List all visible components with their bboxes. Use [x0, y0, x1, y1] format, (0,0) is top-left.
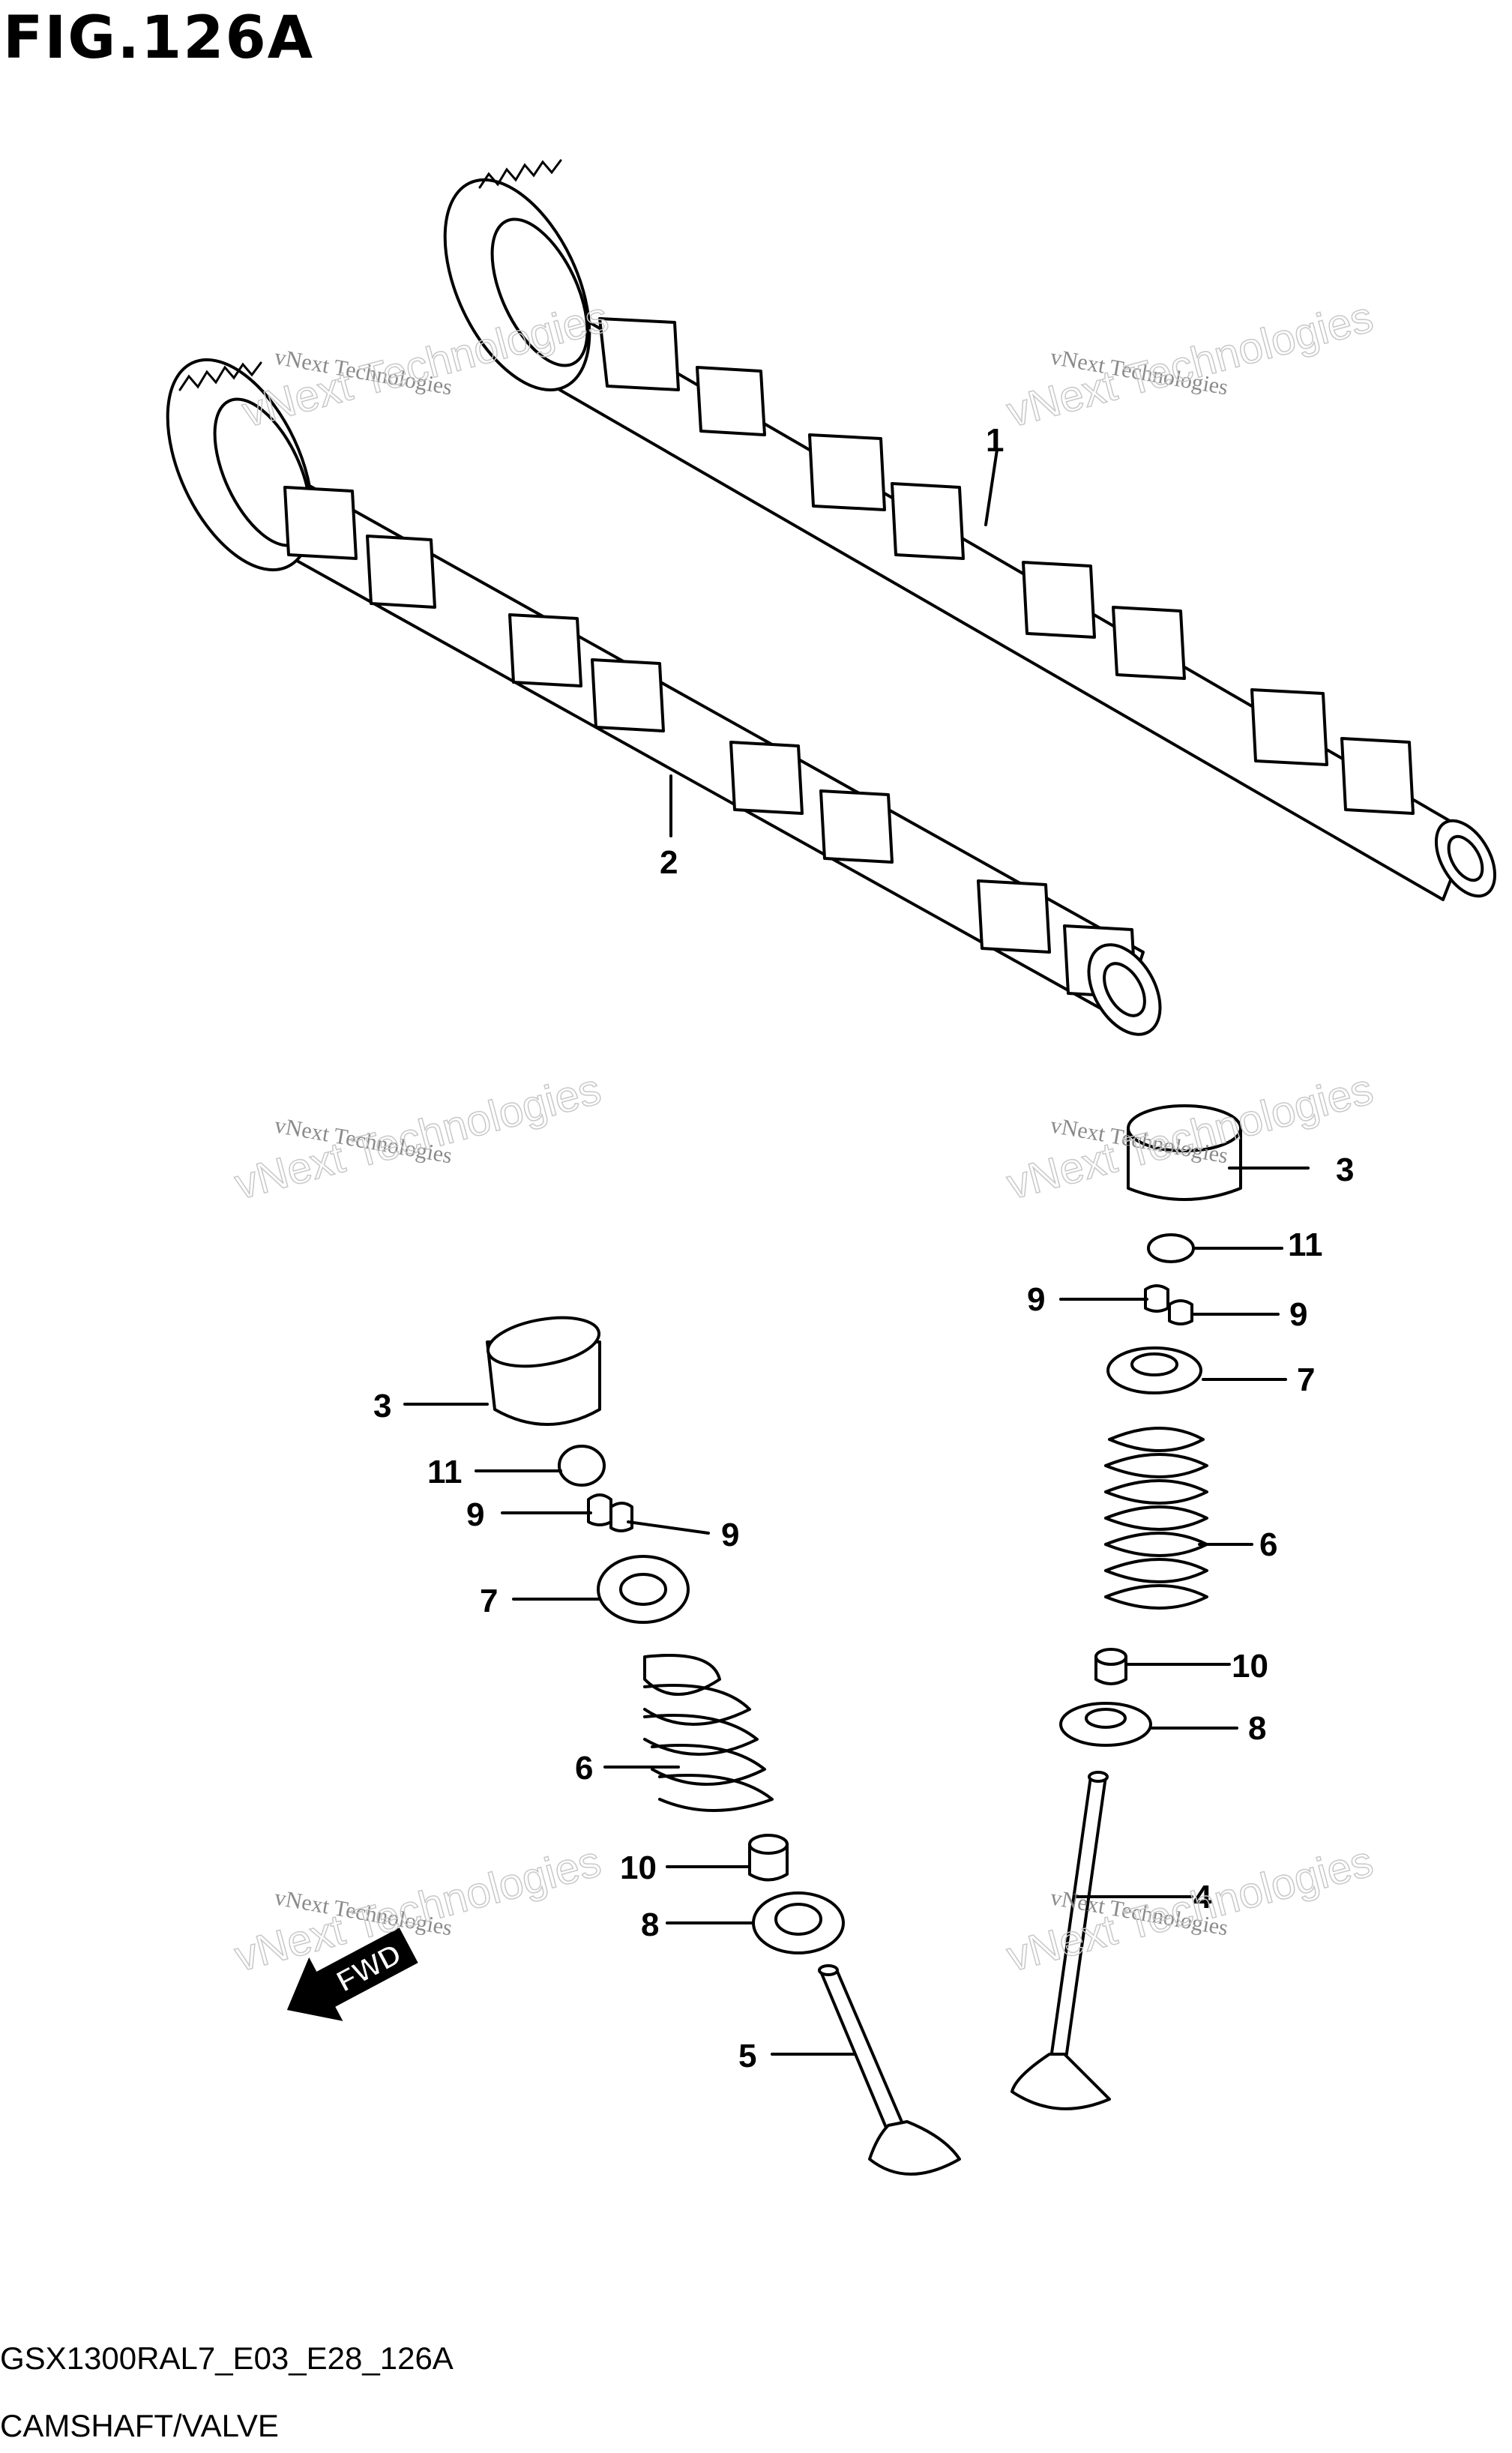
- callout-9-right-b: 9: [1289, 1296, 1307, 1333]
- diagram-code: GSX1300RAL7_E03_E28_126A: [0, 2341, 454, 2376]
- callout-10-left: 10: [620, 1849, 657, 1886]
- cotter-right: [1144, 1284, 1193, 1325]
- tappet-left: [486, 1316, 601, 1426]
- camshaft-1: [443, 159, 1497, 901]
- callout-9-left-a: 9: [466, 1496, 484, 1533]
- seal-right: [1094, 1648, 1127, 1685]
- callout-1: 1: [986, 422, 1004, 459]
- callout-9-right-a: 9: [1027, 1281, 1045, 1318]
- left-valve-assembly: [486, 1316, 961, 2176]
- cotter-left: [587, 1493, 633, 1532]
- retainer-left: [597, 1555, 690, 1624]
- callouts: 1 2 3 11 9 9 7 6 10 8 4 3 11 9 9 7 6 10 …: [373, 422, 1354, 2074]
- valve-5: [818, 1964, 961, 2176]
- callout-11-right: 11: [1288, 1226, 1323, 1263]
- figure-title: FIG.126A: [3, 4, 315, 72]
- callout-6-left: 6: [575, 1750, 593, 1787]
- camshaft-2: [166, 358, 1162, 1036]
- spring-right: [1104, 1427, 1208, 1610]
- washer-right: [1059, 1702, 1152, 1747]
- shim-right: [1147, 1233, 1195, 1263]
- callout-4: 4: [1193, 1879, 1212, 1915]
- washer-left: [752, 1891, 845, 1954]
- right-valve-assembly: [1010, 1104, 1242, 2110]
- callout-2: 2: [660, 844, 678, 881]
- leader-lines: [403, 448, 1310, 2056]
- callout-8-right: 8: [1248, 1710, 1266, 1747]
- callout-10-right: 10: [1232, 1648, 1268, 1685]
- callout-3-right: 3: [1336, 1152, 1354, 1188]
- callout-11-left: 11: [427, 1454, 463, 1490]
- callout-7-left: 7: [480, 1583, 498, 1619]
- callout-6-right: 6: [1259, 1526, 1277, 1563]
- shim-left: [558, 1445, 606, 1487]
- retainer-right: [1106, 1346, 1202, 1394]
- callout-9-left-b: 9: [721, 1517, 739, 1553]
- callout-3-left: 3: [373, 1388, 391, 1424]
- callout-8-left: 8: [641, 1906, 659, 1943]
- callout-5: 5: [738, 2038, 756, 2074]
- callout-7-right: 7: [1297, 1361, 1315, 1398]
- valve-4: [1010, 1771, 1111, 2110]
- spring-left: [643, 1654, 774, 1812]
- section-name: CAMSHAFT/VALVE: [0, 2408, 279, 2443]
- seal-left: [748, 1834, 789, 1882]
- tappet-right: [1127, 1104, 1242, 1201]
